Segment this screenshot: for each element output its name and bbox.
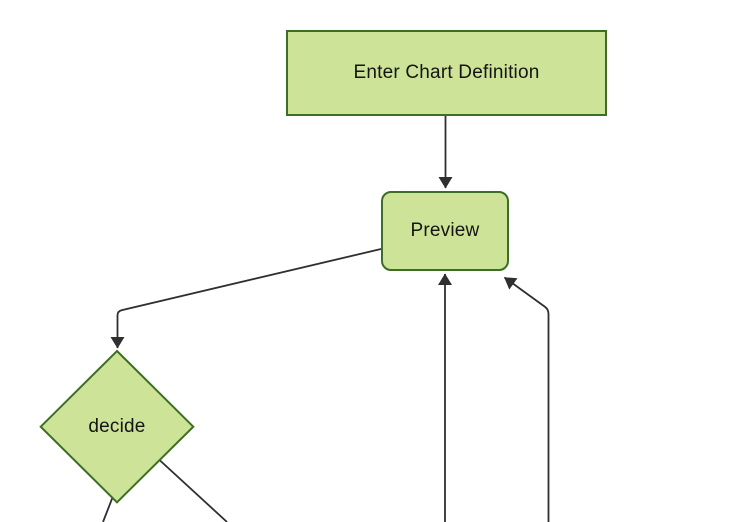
- node-decide-label: decide: [88, 416, 146, 437]
- edge-decide-to-offscreen-right: [158, 459, 228, 522]
- node-decide-label-container: decide: [47, 407, 187, 447]
- edge-decide-to-offscreen-left: [102, 497, 114, 522]
- node-enter-chart-definition: Enter Chart Definition: [286, 30, 607, 116]
- node-decide-diamond: [39, 349, 195, 504]
- edge-offscreen-right-to-preview: [503, 276, 550, 522]
- node-preview: Preview: [381, 191, 509, 271]
- node-preview-label: Preview: [410, 220, 480, 241]
- edge-preview-to-decide: [110, 248, 382, 349]
- node-enter-chart-definition-label: Enter Chart Definition: [353, 62, 540, 83]
